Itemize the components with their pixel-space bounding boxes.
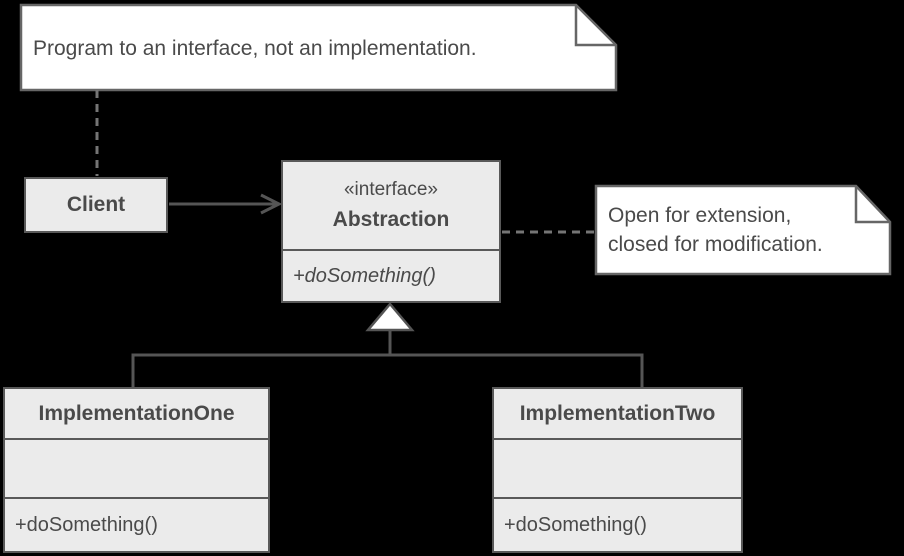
- class-abstraction-methods: +doSomething(): [283, 249, 499, 301]
- note-open-closed-shape: [594, 184, 892, 276]
- class-implementation-one-methods: +doSomething(): [5, 497, 268, 551]
- class-client: Client: [24, 177, 168, 233]
- class-implementation-one-name: ImplementationOne: [38, 401, 235, 425]
- note-open-closed-fold-icon: [854, 186, 890, 224]
- class-abstraction-header: «interface» Abstraction: [283, 162, 499, 249]
- note-principle-text: Program to an interface, not an implemen…: [33, 36, 477, 60]
- note-principle: Program to an interface, not an implemen…: [33, 6, 553, 90]
- generalization-connector: [131, 302, 644, 387]
- class-implementation-one-fields: [5, 438, 268, 497]
- generalization-branch-line: [131, 353, 644, 387]
- note-open-closed-line2: closed for modification.: [608, 233, 823, 256]
- note-principle-fold-icon: [574, 5, 616, 47]
- class-client-name: Client: [66, 193, 126, 216]
- class-implementation-two-fields: [494, 438, 741, 497]
- class-implementation-one: ImplementationOne +doSomething(): [3, 387, 270, 553]
- class-implementation-two-header: ImplementationTwo: [494, 389, 741, 438]
- note-principle-shape: [19, 3, 618, 92]
- class-implementation-two-methods: +doSomething(): [494, 497, 741, 551]
- class-abstraction: «interface» Abstraction +doSomething(): [281, 160, 501, 303]
- class-implementation-two-method: +doSomething(): [504, 513, 647, 536]
- association-arrow: [169, 193, 283, 215]
- note-open-closed-line1: Open for extension,: [608, 204, 792, 227]
- class-implementation-one-method: +doSomething(): [15, 513, 158, 536]
- class-abstraction-method: +doSomething(): [293, 264, 436, 287]
- class-implementation-two-name: ImplementationTwo: [519, 401, 716, 425]
- class-implementation-two: ImplementationTwo +doSomething(): [492, 387, 743, 553]
- class-abstraction-stereotype: «interface»: [343, 179, 438, 200]
- class-implementation-one-header: ImplementationOne: [5, 389, 268, 438]
- hollow-triangle-icon: [365, 302, 415, 332]
- note-open-closed: Open for extension, closed for modificat…: [608, 187, 858, 273]
- open-arrowhead-icon: [260, 193, 283, 215]
- class-abstraction-name: Abstraction: [332, 208, 450, 231]
